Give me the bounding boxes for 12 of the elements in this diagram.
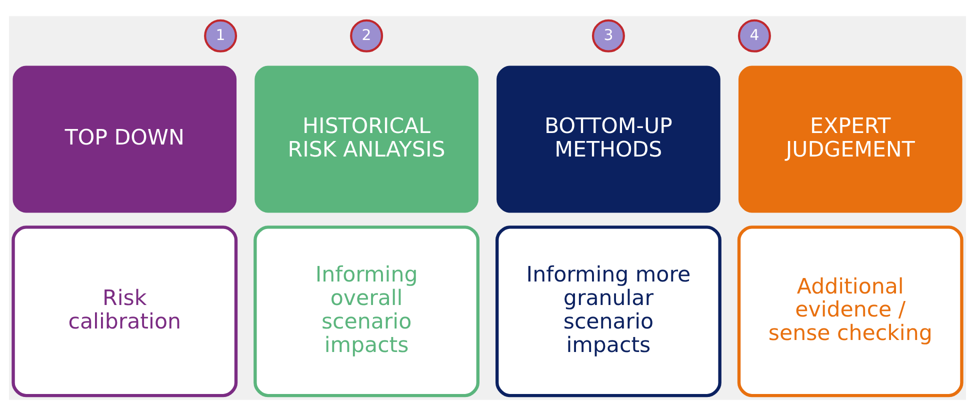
- node-circle: 1: [204, 19, 237, 52]
- node-circle: 3: [591, 19, 624, 52]
- node-box: Informing more granular scenario impacts: [495, 226, 721, 398]
- node-box: Informing overall scenario impacts: [253, 226, 479, 398]
- node-box: BOTTOM-UP METHODS: [496, 66, 720, 213]
- node-box: Risk calibration: [11, 226, 238, 398]
- node-circle: 2: [350, 19, 383, 52]
- node-circle: 4: [737, 19, 770, 52]
- node-box: Additional evidence / sense checking: [736, 226, 963, 398]
- node-box: EXPERT JUDGEMENT: [738, 66, 962, 213]
- node-box: TOP DOWN: [12, 66, 236, 213]
- node-box: HISTORICAL RISK ANLAYSIS: [254, 66, 478, 213]
